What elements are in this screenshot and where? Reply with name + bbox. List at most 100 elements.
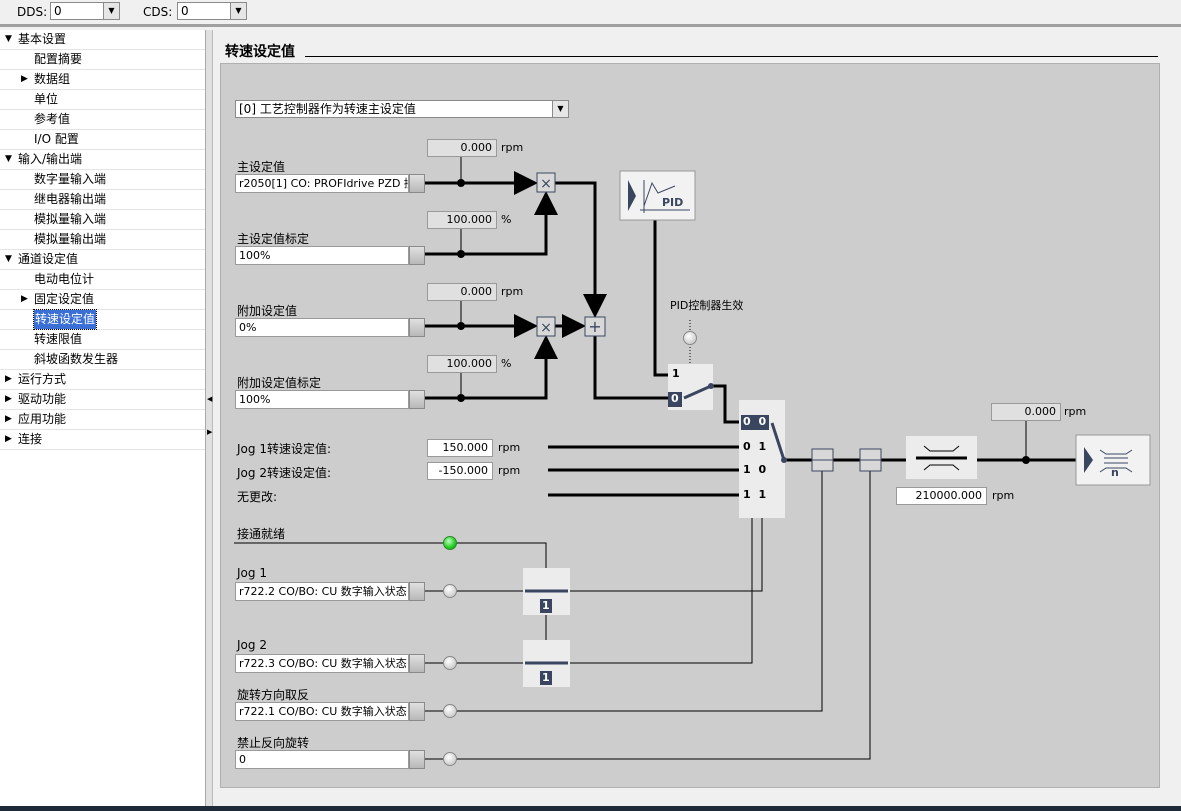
sidebar-item-label: I/O 配置	[34, 132, 79, 146]
dds-select[interactable]: 0▼	[50, 2, 120, 20]
selector-row: 1 0	[743, 463, 769, 476]
pid-switch	[668, 364, 714, 410]
cds-select[interactable]: 0▼	[177, 2, 247, 20]
sidebar-item[interactable]: ▶ 数据组	[0, 70, 205, 90]
sidebar-item[interactable]: ▼ 通道设定值	[0, 250, 205, 270]
caret-down-icon[interactable]: ▼	[5, 254, 12, 264]
svg-text:×: ×	[540, 176, 552, 192]
caret-right-icon[interactable]: ▶	[5, 394, 12, 404]
cds-value: 0	[181, 4, 189, 18]
sidebar-item[interactable]: 继电器输出端	[0, 190, 205, 210]
jog2-lamp	[443, 656, 457, 670]
chevron-down-icon[interactable]: ▼	[230, 3, 246, 19]
sidebar-item-label: 数据组	[34, 72, 71, 86]
unit-label: rpm	[1064, 405, 1087, 418]
main-setpoint-value: 0.000	[427, 139, 497, 157]
sidebar-item-label: 模拟量输出端	[34, 232, 107, 246]
collapse-left-icon[interactable]: ◀	[207, 395, 213, 403]
setpoint-mode-value: [0] 工艺控制器作为转速主设定值	[239, 102, 416, 116]
caret-right-icon[interactable]: ▶	[21, 74, 28, 84]
add-setpoint-browse-button[interactable]	[409, 318, 425, 337]
main-setpoint-browse-button[interactable]	[409, 174, 425, 193]
sidebar-item[interactable]: ▶ 固定设定值	[0, 290, 205, 310]
sidebar-item-label: 通道设定值	[18, 252, 79, 266]
inhibit-negative-browse-button[interactable]	[409, 750, 425, 769]
jog1-speed-input[interactable]: 150.000	[427, 439, 493, 457]
splitter[interactable]: ◀ ▶	[206, 30, 213, 811]
reverse-source[interactable]: r722.1 CO/BO: CU 数字输入状态	[235, 702, 409, 721]
setpoint-mode-select[interactable]: [0] 工艺控制器作为转速主设定值 ▼	[235, 100, 569, 118]
main-scaling-source[interactable]: 100%	[235, 246, 409, 265]
caret-down-icon[interactable]: ▼	[5, 154, 12, 164]
sidebar-item[interactable]: 电动电位计	[0, 270, 205, 290]
sidebar-item-label: 转速设定值	[32, 309, 98, 330]
unit-label: rpm	[501, 141, 524, 154]
selector-row: 1 1	[743, 488, 769, 501]
sidebar-item-label: 配置摘要	[34, 52, 83, 66]
jog-gate-label: 1	[542, 671, 550, 684]
sidebar-item-label: 连接	[18, 432, 43, 446]
caret-right-icon[interactable]: ▶	[5, 434, 12, 444]
sidebar-item[interactable]: 单位	[0, 90, 205, 110]
sidebar-item[interactable]: 配置摘要	[0, 50, 205, 70]
speed-output-button[interactable]	[1075, 434, 1151, 486]
taskbar-strip	[0, 806, 1181, 811]
expand-right-icon[interactable]: ▶	[207, 428, 213, 436]
add-setpoint-source[interactable]: 0%	[235, 318, 409, 337]
reverse-block	[811, 448, 834, 472]
sidebar-item[interactable]: 转速设定值	[0, 309, 205, 330]
sidebar-item-label: 单位	[34, 92, 59, 106]
speed-limiter-block[interactable]	[906, 436, 977, 479]
main-scaling-label: 主设定值标定	[237, 232, 310, 246]
main-scaling-browse-button[interactable]	[409, 246, 425, 265]
reverse-browse-button[interactable]	[409, 702, 425, 721]
sidebar-item[interactable]: ▼基本设置	[0, 30, 205, 50]
chevron-down-icon[interactable]: ▼	[103, 3, 119, 19]
sidebar-item-label: 数字量输入端	[34, 172, 107, 186]
sidebar-item[interactable]: 参考值	[0, 110, 205, 130]
sidebar-item-label: 固定设定值	[34, 292, 95, 306]
jog2-speed-input[interactable]: -150.000	[427, 462, 493, 480]
sidebar-item[interactable]: 数字量输入端	[0, 170, 205, 190]
caret-right-icon[interactable]: ▶	[5, 414, 12, 424]
pid-button[interactable]	[619, 170, 696, 221]
caret-right-icon[interactable]: ▶	[21, 294, 28, 304]
add-scaling-browse-button[interactable]	[409, 390, 425, 409]
sidebar-item-label: 运行方式	[18, 372, 67, 386]
jog2-browse-button[interactable]	[409, 654, 425, 673]
multiply-block: ×	[536, 316, 556, 337]
sidebar-item[interactable]: ▶驱动功能	[0, 390, 205, 410]
unit-label: rpm	[992, 489, 1015, 502]
add-scaling-value: 100.000	[427, 355, 497, 373]
sidebar-item[interactable]: 模拟量输出端	[0, 230, 205, 250]
sidebar-item[interactable]: 模拟量输入端	[0, 210, 205, 230]
page-title: 转速设定值	[225, 44, 295, 60]
jog1-browse-button[interactable]	[409, 582, 425, 601]
sidebar-item[interactable]: ▼输入/输出端	[0, 150, 205, 170]
add-scaling-source[interactable]: 100%	[235, 390, 409, 409]
jog2-source[interactable]: r722.3 CO/BO: CU 数字输入状态	[235, 654, 409, 673]
inhibit-negative-source[interactable]: 0	[235, 750, 409, 769]
dds-label: DDS:	[17, 5, 48, 19]
svg-text:+: +	[588, 317, 601, 336]
max-speed-input[interactable]: 210000.000	[896, 487, 987, 505]
caret-right-icon[interactable]: ▶	[5, 374, 12, 384]
sidebar-item[interactable]: 转速限值	[0, 330, 205, 350]
sidebar-item[interactable]: I/O 配置	[0, 130, 205, 150]
add-setpoint-label: 附加设定值	[237, 304, 298, 318]
jog1-source[interactable]: r722.2 CO/BO: CU 数字输入状态	[235, 582, 409, 601]
main-setpoint-label: 主设定值	[237, 160, 286, 174]
caret-down-icon[interactable]: ▼	[5, 34, 12, 44]
ready-status-lamp	[443, 536, 457, 550]
sidebar-item[interactable]: 斜坡函数发生器	[0, 350, 205, 370]
sidebar-item-label: 继电器输出端	[34, 192, 107, 206]
sidebar-item[interactable]: ▶ 运行方式	[0, 370, 205, 390]
unit-label: %	[501, 357, 512, 370]
sidebar-item[interactable]: ▶ 连接	[0, 430, 205, 450]
sidebar-item[interactable]: ▶应用功能	[0, 410, 205, 430]
ready-label: 接通就绪	[237, 527, 286, 541]
title-underline	[305, 56, 1158, 57]
toolbar: DDS: 0▼ CDS: 0▼	[0, 0, 1181, 27]
chevron-down-icon[interactable]: ▼	[552, 101, 568, 117]
main-setpoint-source[interactable]: r2050[1] CO: PROFIdrive PZD 接	[235, 174, 409, 193]
